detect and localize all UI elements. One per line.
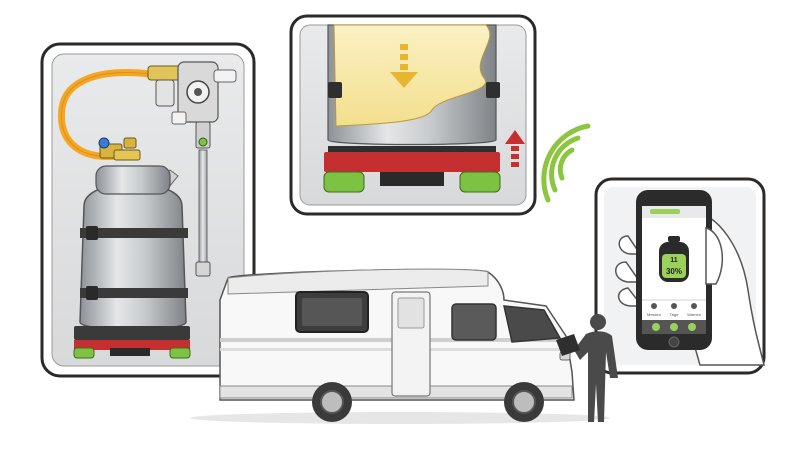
motorhome	[190, 268, 610, 424]
tab-messen[interactable]: Messen	[647, 312, 661, 317]
app-tab-bar: Messen Tage Warnen	[642, 299, 706, 334]
down-arrow-icon	[390, 44, 418, 88]
tab-tage[interactable]: Tage	[670, 312, 679, 317]
cylinder-panel	[40, 42, 256, 378]
up-arrow-icon	[505, 130, 525, 167]
person-silhouette	[556, 314, 618, 422]
rear-wheel	[312, 382, 352, 422]
tank-label: 11	[670, 257, 678, 264]
gas-cylinder-icon: 11 30%	[659, 236, 689, 282]
pressure-regulator	[147, 61, 237, 277]
weighing-scale	[73, 326, 191, 359]
front-wheel	[504, 382, 544, 422]
gas-cylinder	[79, 165, 188, 331]
scale-detail-panel	[289, 14, 537, 216]
tab-warnen[interactable]: Warnen	[687, 312, 701, 317]
tank-percent: 30%	[666, 267, 682, 276]
phone-panel: 11 30% Messen Tage Warnen	[594, 177, 766, 375]
wifi-signal-icon	[541, 123, 591, 203]
